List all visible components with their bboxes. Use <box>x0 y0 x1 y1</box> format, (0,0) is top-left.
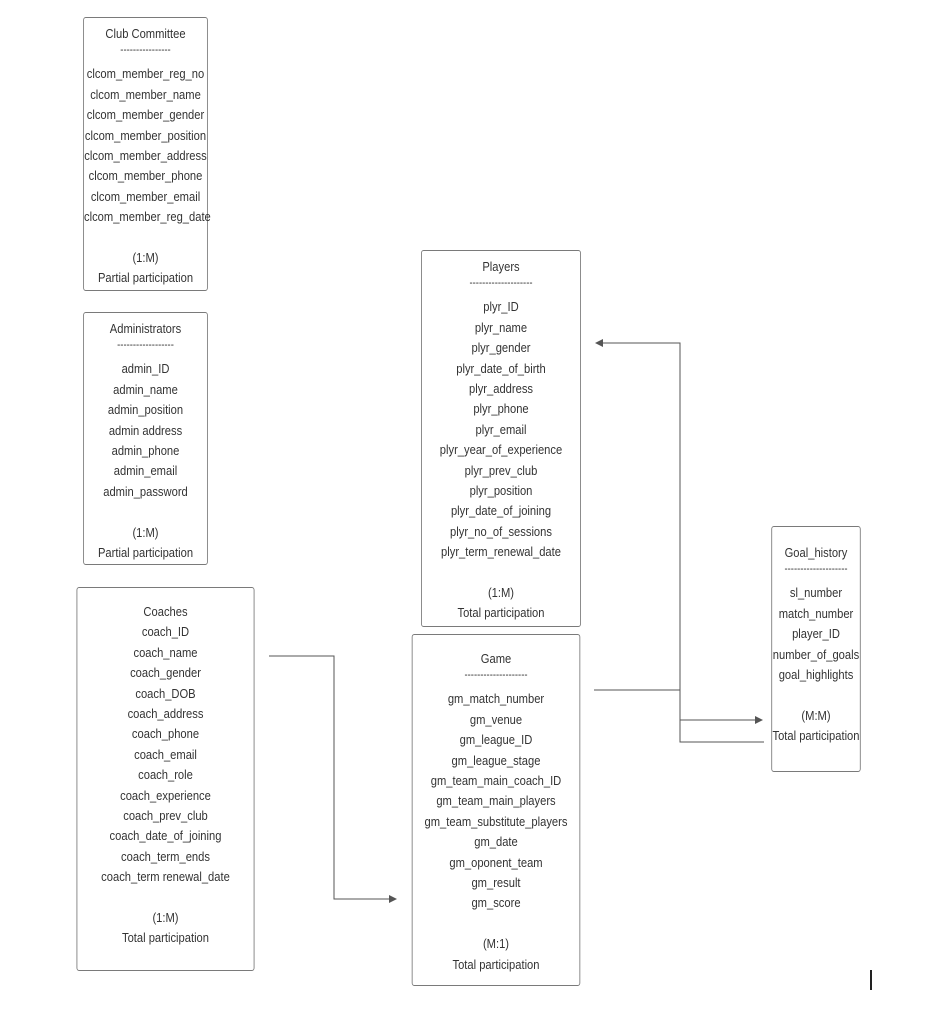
attribute: plyr_name <box>474 319 528 335</box>
connector-coaches-to-game <box>269 655 397 903</box>
attribute: clcom_member_name <box>90 86 201 102</box>
attribute: gm_result <box>471 875 521 891</box>
attribute: clcom_member_address <box>84 148 207 164</box>
attribute: plyr_phone <box>473 401 529 417</box>
entity-administrators[interactable]: Administrators ------------------ admin_… <box>83 312 208 565</box>
attribute: clcom_member_phone <box>88 168 203 184</box>
attribute: match_number <box>778 605 854 621</box>
spacer <box>77 888 253 908</box>
entity-title: Coaches <box>143 604 188 619</box>
attribute: plyr_ID <box>483 299 519 315</box>
cardinality-label: (1:M) <box>132 250 159 266</box>
entity-title: Goal_history <box>784 545 848 560</box>
attribute: coach_gender <box>130 665 201 681</box>
cardinality-label: (1:M) <box>152 910 179 926</box>
attribute: admin_email <box>113 463 178 479</box>
attribute: coach_ID <box>141 624 190 640</box>
attribute: admin_password <box>103 483 188 499</box>
attribute: clcom_member_reg_date <box>84 209 211 225</box>
entity-title: Players <box>482 259 520 274</box>
attribute: clcom_member_position <box>84 127 207 143</box>
attribute: coach_prev_club <box>123 808 208 824</box>
attribute: plyr_date_of_birth <box>456 360 546 376</box>
attribute: gm_match_number <box>447 691 545 707</box>
participation-label: Total participation <box>772 728 860 744</box>
participation-label: Partial participation <box>97 545 194 561</box>
attribute: coach_DOB <box>135 685 196 701</box>
entity-title: Administrators <box>109 321 182 336</box>
attribute: gm_venue <box>469 711 523 727</box>
entity-game[interactable]: Game -------------------- gm_match_numbe… <box>411 634 581 986</box>
attribute: plyr_no_of_sessions <box>450 523 552 539</box>
attribute: clcom_member_email <box>90 188 201 204</box>
spacer <box>413 914 580 934</box>
attribute: plyr_date_of_joining <box>450 503 552 519</box>
entity-title: Game <box>480 651 512 666</box>
attribute: coach_date_of_joining <box>109 828 222 844</box>
attribute: sl_number <box>789 585 843 601</box>
cardinality-label: (M:M) <box>801 707 831 723</box>
attribute: player_ID <box>792 626 840 642</box>
participation-label: Total participation <box>452 956 540 972</box>
spacer <box>772 685 860 705</box>
attribute: gm_league_stage <box>451 752 541 768</box>
attribute: plyr_year_of_experience <box>439 442 563 458</box>
attribute: plyr_address <box>468 381 534 397</box>
spacer <box>84 502 207 522</box>
title-separator: -------------------- <box>784 563 848 576</box>
attribute: admin_name <box>113 381 178 397</box>
entity-title: Club Committee <box>105 26 186 41</box>
attribute: number_of_goals <box>772 646 860 662</box>
attribute: plyr_gender <box>471 340 531 356</box>
attribute: plyr_email <box>475 421 527 437</box>
title-separator: ------------------ <box>117 339 174 352</box>
spacer <box>84 228 207 248</box>
attribute: coach_term_ends <box>121 848 210 864</box>
entity-goal-history[interactable]: Goal_history -------------------- sl_num… <box>771 526 861 772</box>
attribute: plyr_position <box>469 483 533 499</box>
attribute: clcom_member_gender <box>86 107 205 123</box>
attribute: coach_role <box>138 767 193 783</box>
attribute: clcom_member_reg_no <box>86 66 205 82</box>
attribute: admin_phone <box>111 443 180 459</box>
attribute: gm_score <box>471 895 521 911</box>
attribute: gm_date <box>474 834 518 850</box>
cardinality-label: (1:M) <box>487 585 515 601</box>
attribute: plyr_term_renewal_date <box>441 544 561 560</box>
attribute: coach_phone <box>131 726 200 742</box>
attribute: gm_league_ID <box>459 732 533 748</box>
title-separator: ---------------- <box>120 44 171 57</box>
participation-label: Total participation <box>457 605 545 621</box>
cardinality-label: (1:M) <box>132 524 159 540</box>
entity-coaches[interactable]: Coaches coach_ID coach_name coach_gender… <box>76 587 255 971</box>
attribute: gm_team_main_players <box>436 793 556 809</box>
title-separator: -------------------- <box>464 669 528 682</box>
attribute: gm_team_substitute_players <box>424 813 568 829</box>
attribute: plyr_prev_club <box>464 462 538 478</box>
attribute: coach_address <box>127 706 204 722</box>
title-separator: -------------------- <box>469 277 533 290</box>
text-cursor <box>870 970 872 990</box>
connector-goal-history-to-players <box>595 339 764 743</box>
attribute: admin_ID <box>121 361 170 377</box>
attribute: admin address <box>108 422 183 438</box>
entity-players[interactable]: Players -------------------- plyr_ID ply… <box>421 250 581 627</box>
attribute: coach_email <box>134 746 197 762</box>
attribute: coach_term renewal_date <box>101 869 230 885</box>
participation-label: Partial participation <box>97 270 194 286</box>
attribute: admin_position <box>107 402 184 418</box>
spacer <box>422 563 580 583</box>
attribute: coach_experience <box>120 787 211 803</box>
attribute: gm_team_main_coach_ID <box>430 773 562 789</box>
attribute: gm_oponent_team <box>449 854 543 870</box>
participation-label: Total participation <box>121 930 209 946</box>
entity-club-committee[interactable]: Club Committee ---------------- clcom_me… <box>83 17 211 291</box>
attribute: goal_highlights <box>778 667 854 683</box>
connector-game-to-goal-history <box>594 689 763 724</box>
attribute: coach_name <box>133 644 198 660</box>
cardinality-label: (M:1) <box>482 936 510 952</box>
